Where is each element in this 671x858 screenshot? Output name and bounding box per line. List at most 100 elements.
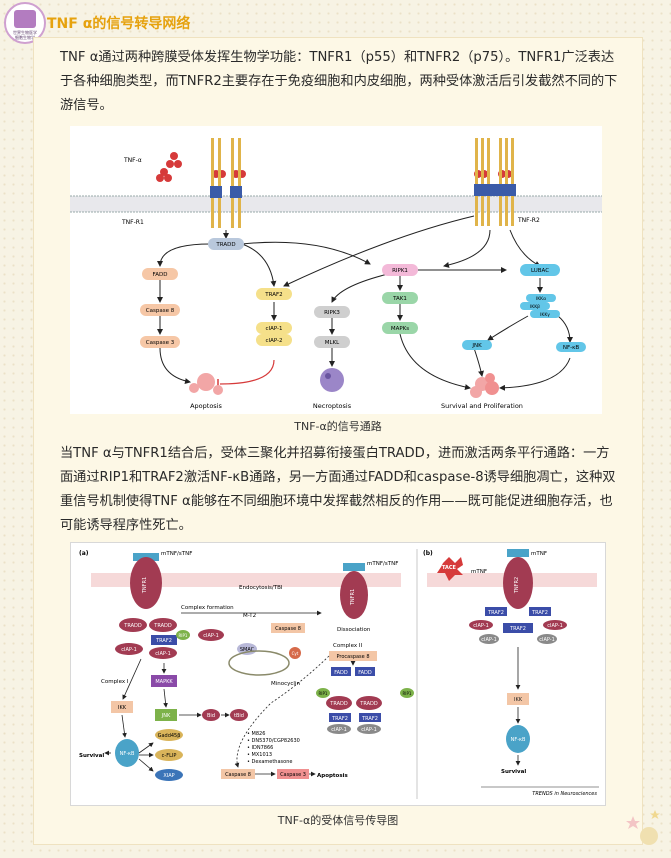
node-ripk1: RIPK1 [392,268,408,274]
c2-fadd: FADD [334,670,348,676]
logo-text-1: 世界生物医学 [13,30,37,35]
node-ikkb: IKKβ [530,304,540,310]
survival-cells-icon [470,373,499,398]
node-tbid: tBid [234,713,244,719]
label-tnfr2: TNF-R2 [517,217,540,224]
b-ciap1-4: cIAP-1 [539,637,555,643]
label-survival-2: Survival [79,753,104,759]
label-tnfr1-a: TNFR1 [142,577,148,594]
node-ciap2: cIAP-2 [265,338,282,344]
node-casp8-b: Caspase 8 [275,626,301,632]
c2-ciap1: cIAP-1 [331,727,347,733]
tnfr2-receptors [474,138,516,226]
c2-traf2-2: TRAF2 [361,716,378,722]
figure1-caption: TNF-α的信号通路 [294,420,382,433]
node-gadd: Gadd45β [158,733,181,739]
node-traf2: TRAF2 [264,292,282,298]
tnf-trimer-icons [156,152,512,182]
b-nfkb: NF-κB [511,737,526,743]
label-tace: TACE [442,565,457,571]
section-title: TNF α的信号转导网络 [47,16,191,32]
node-cytc: Cyt [292,651,299,656]
label-survival: Survival and Proliferation [441,402,523,410]
c2-fadd-2: FADD [358,670,372,676]
figure-tnf-pathway[interactable]: TNF-α TNF-R1 TNF-R2 [70,126,602,414]
logo-image-icon [14,10,36,28]
b-ciap1-2: cIAP-1 [547,623,563,629]
node-nfkb-2: NF-κB [120,751,135,757]
b-ciap1: cIAP-1 [473,623,489,629]
apoptosis-cells-icon [189,373,223,395]
figure2-caption: TNF-α的受体信号传导图 [277,814,399,827]
c2-rip1: RIP1 [319,691,328,696]
node-ripk3: RIPK3 [324,310,340,316]
label-apoptosis-2: Apoptosis [317,773,348,779]
c2-rip1-2: RIP1 [403,691,412,696]
node-jnk: JNK [471,343,482,349]
tnfr1-complex-icon: TNFR1 [130,553,162,609]
label-survival-b: Survival [501,769,526,775]
drug-3: • IDN7866 [247,745,273,751]
label-mtnf-b2: mTNF [531,551,547,557]
c1-rip1: RIP1 [179,633,188,638]
node-fadd: FADD [153,272,168,278]
label-complex1: Complex I [101,679,129,685]
c1-ciap1-2: cIAP-1 [155,651,171,657]
necroptosis-cell-icon [320,368,344,392]
label-mt2: M-T2 [243,613,256,619]
c2-traf2: TRAF2 [331,716,348,722]
logo-text-2: 细胞生物学 [15,35,35,40]
tnfr1-receptors [210,138,242,228]
label-journal: TRENDS in Neurosciences [532,791,597,797]
intro-paragraph: TNF α通过两种跨膜受体发挥生物学功能：TNFR1（p55）和TNFR2（p7… [60,50,618,113]
node-cflip: c-FLIP [162,753,177,759]
node-mlkl: MLKL [325,340,340,346]
drug-2: • DN5370/CGP82630 [247,738,300,744]
label-panel-b: (b) [423,550,433,557]
label-endocytosis: Endocytosis/TBI [239,585,283,591]
node-casp3-b: Caspase 3 [280,772,306,778]
c2-ciap1-2: cIAP-1 [361,727,377,733]
decorative-stars-icon [626,810,660,845]
c1-tradd: TRADD [123,623,142,629]
c2-tradd: TRADD [329,701,348,707]
label-necroptosis: Necroptosis [313,402,352,410]
node-ciap1: cIAP-1 [265,326,282,332]
b-traf2-2: TRAF2 [531,610,548,616]
drug-5: • Dexamethasone [247,759,292,765]
drug-4: • MX1013 [247,752,272,758]
label-complex2: Complex II [333,643,362,649]
label-mtnf-stnf: mTNF/sTNF [161,551,192,557]
node-mapkk: MAPKK [155,679,173,685]
node-ikkg: IKKγ [540,312,550,318]
label-tnfa: TNF-α [123,157,142,164]
node-bid: Bid [207,713,215,719]
label-apoptosis: Apoptosis [190,402,222,410]
node-casp8-c: Caspase 8 [225,772,251,778]
label-tnfr2-b: TNFR2 [514,577,520,594]
tnfr2-complex-icon: TNFR2 [503,549,533,609]
node-jnk-2: JNK [161,713,171,719]
middle-paragraph: 当TNF α与TNFR1结合后，受体三聚化并招募衔接蛋白TRADD，进而激活两条… [60,446,616,533]
mitochondrion-icon [228,650,290,676]
node-procasp8: Procaspase 8 [336,654,369,660]
node-tak1: TAK1 [392,296,407,302]
b-traf2-3: TRAF2 [509,626,526,632]
b-traf2: TRAF2 [487,610,504,616]
c1-tradd-2: TRADD [153,623,172,629]
node-ikka: IKKα [536,296,546,302]
tnfr1-dissociated-icon: TNFR1 [340,563,368,619]
figure-receptor-signaling[interactable]: (a) (b) TNFR1 mTNF/sTNF TNFR1 mTNF/sTNF … [70,542,606,806]
content-card: TNF α通过两种跨膜受体发挥生物学功能：TNFR1（p55）和TNFR2（p7… [33,37,643,845]
label-panel-a: (a) [79,550,89,557]
node-casp8: Caspase 8 [146,308,175,314]
c2-tradd-2: TRADD [359,701,378,707]
label-tnfr1: TNF-R1 [121,219,144,226]
label-tnfr1-diss: TNFR1 [350,589,356,606]
label-complex-formation: Complex formation [181,605,234,611]
node-tradd: TRADD [215,242,235,248]
node-ciap1-free: cIAP-1 [203,633,219,639]
tace-icon: TACE [437,557,463,581]
b-ciap1-3: cIAP-1 [481,637,497,643]
header: 世界生物医学 细胞生物学 TNF α的信号转导网络 [0,0,671,44]
